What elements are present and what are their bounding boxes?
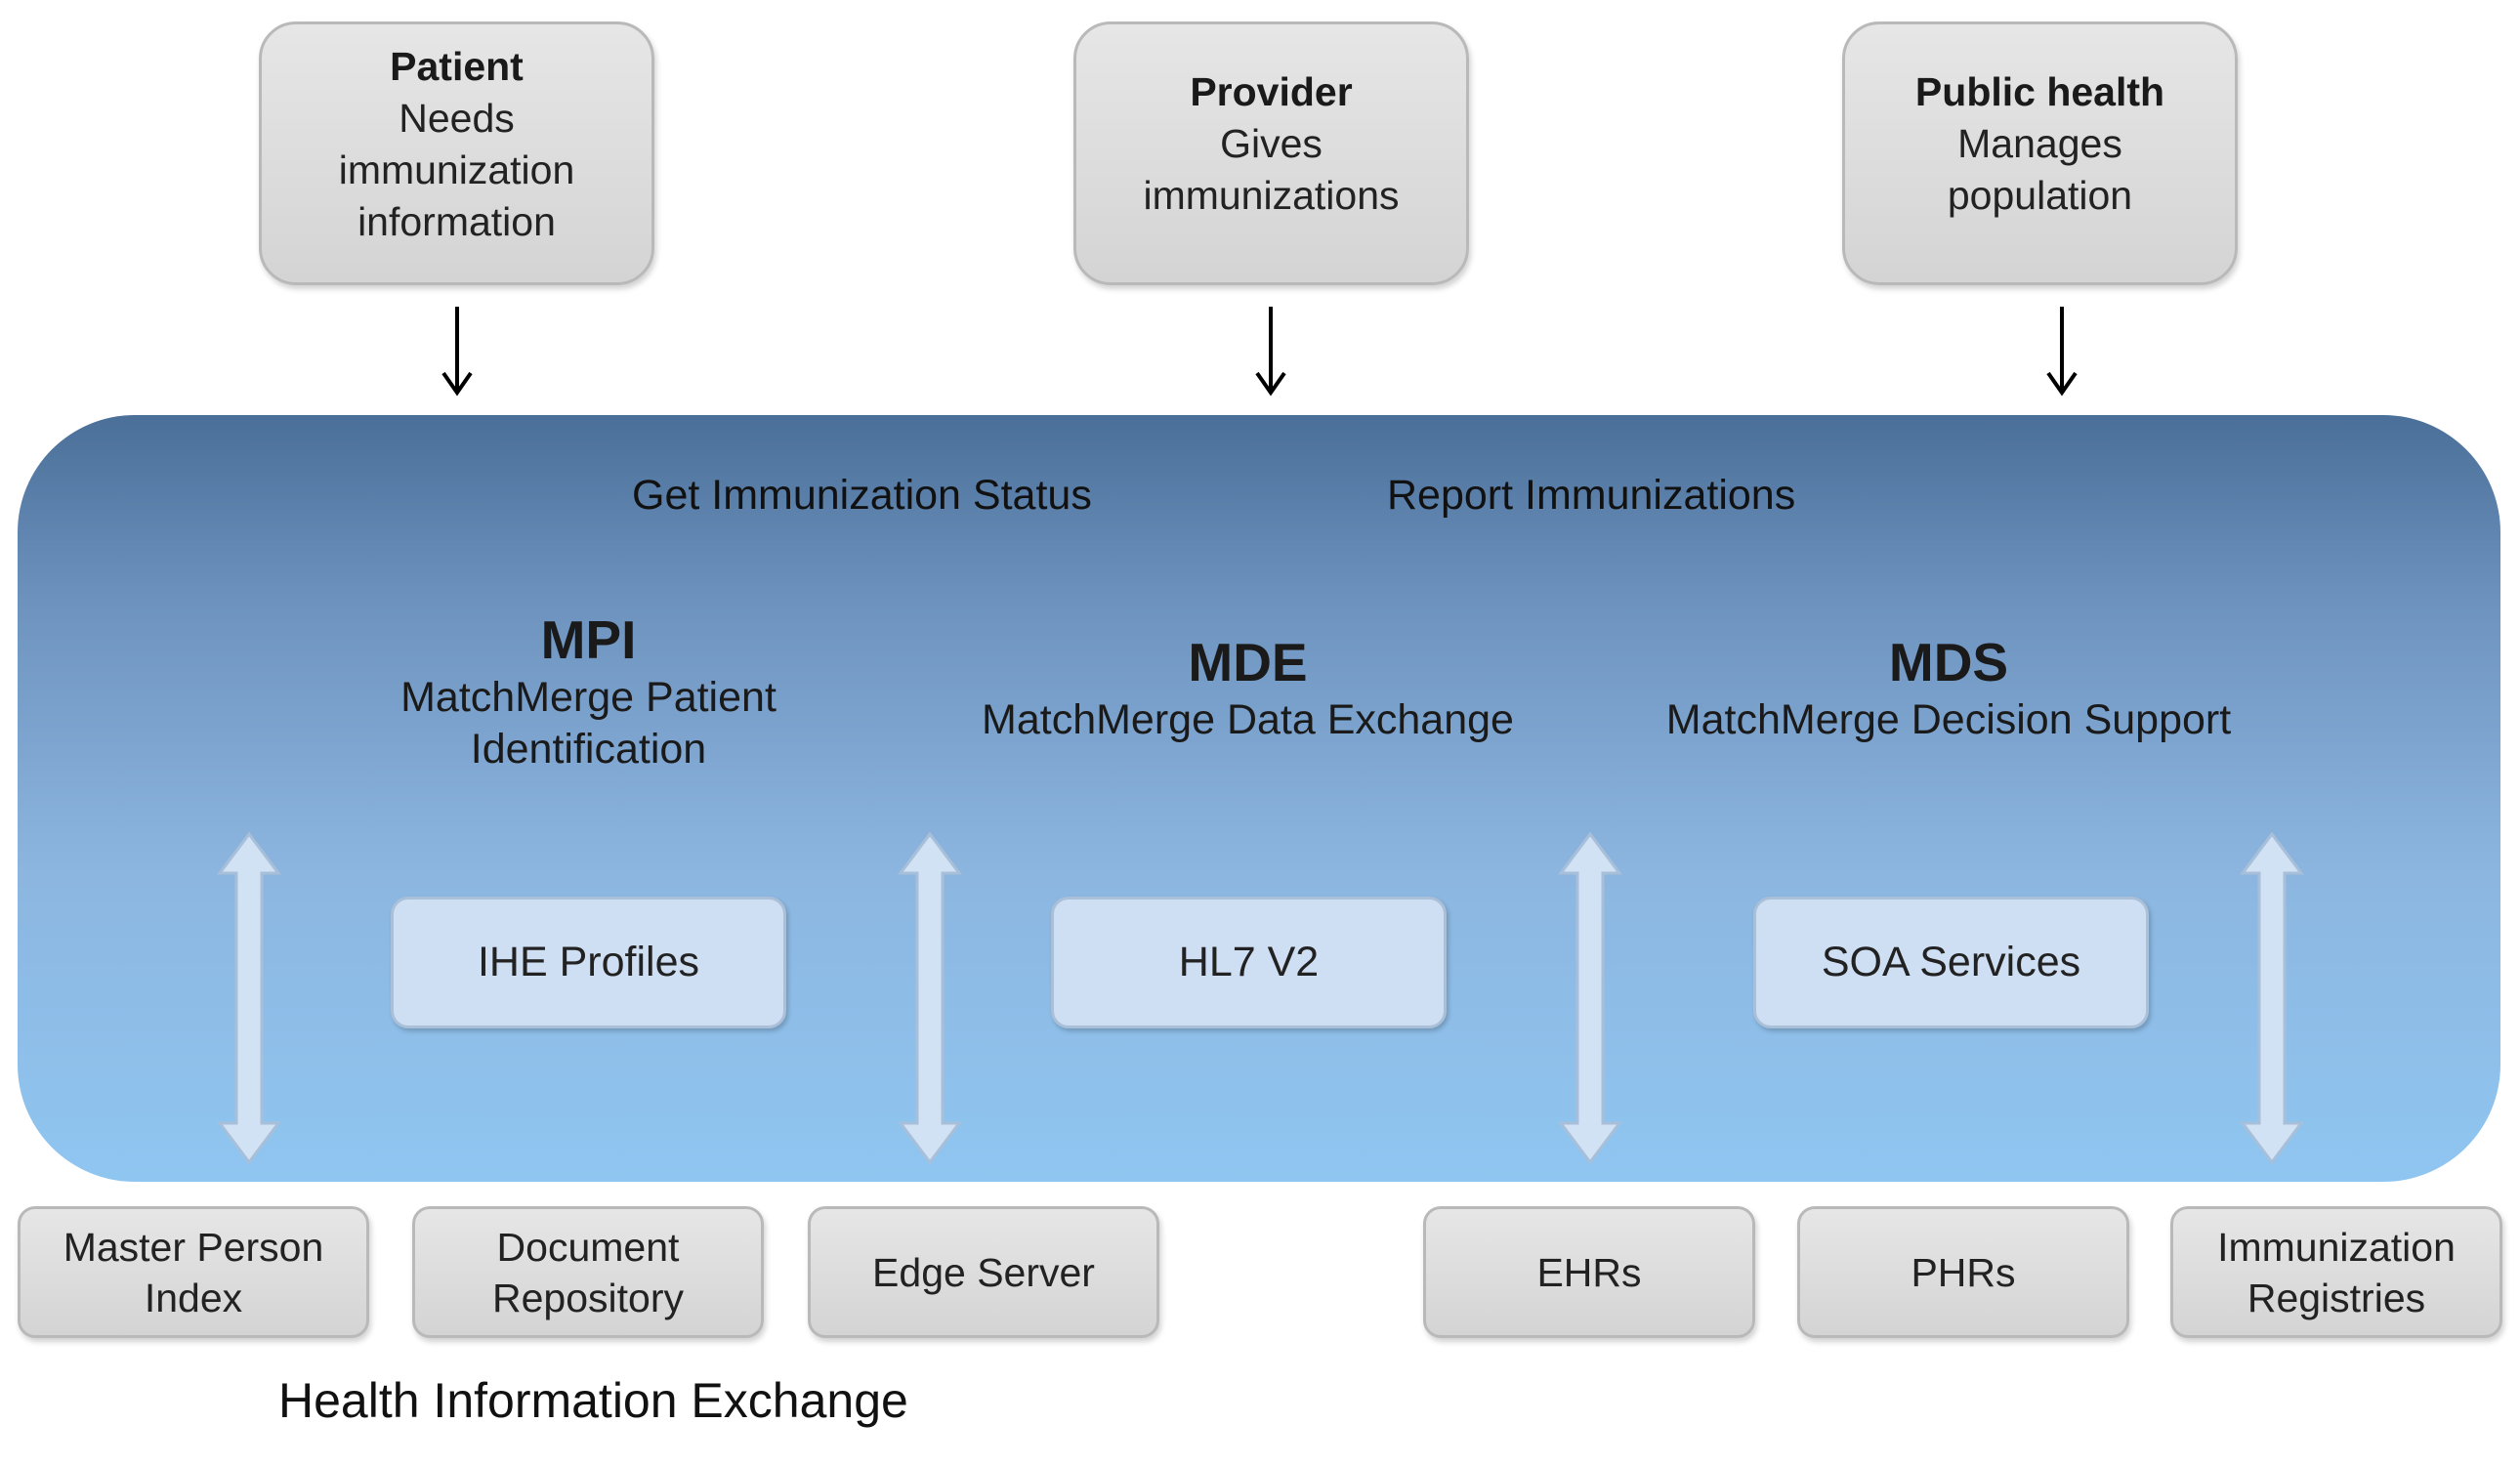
system-label: Immunization Registries (2217, 1224, 2456, 1320)
system-edge-server: Edge Server (808, 1206, 1159, 1338)
actor-description: Needs immunization information (338, 95, 575, 244)
health-information-exchange-label: Health Information Exchange (278, 1373, 908, 1428)
system-label: Edge Server (872, 1249, 1095, 1295)
component-acronym: MDE (1188, 632, 1308, 692)
double-arrow-icon (217, 832, 281, 1164)
operation-report-immunizations: Report Immunizations (1387, 472, 1796, 519)
operation-get-immunization-status: Get Immunization Status (632, 472, 1092, 519)
component-name: MatchMerge Decision Support (1665, 696, 2232, 743)
system-label: PHRs (1911, 1249, 2016, 1295)
component-mde: MDE MatchMerge Data Exchange (933, 630, 1563, 746)
system-ehrs: EHRs (1423, 1206, 1755, 1338)
component-acronym: MDS (1888, 632, 2009, 692)
system-label: Document Repository (492, 1224, 684, 1320)
actor-patient: Patient Needs immunization information (259, 21, 654, 285)
actor-name: Public health (1914, 69, 2165, 114)
system-document-repository: Document Repository (412, 1206, 764, 1338)
down-arrow-icon (441, 307, 473, 397)
matchmerge-platform-panel (18, 415, 2500, 1182)
standard-hl7-v2: HL7 V2 (1051, 897, 1447, 1028)
actor-public-health: Public health Manages population (1842, 21, 2238, 285)
system-label: Master Person Index (63, 1224, 324, 1320)
standard-ihe-profiles: IHE Profiles (391, 897, 786, 1028)
system-phrs: PHRs (1797, 1206, 2129, 1338)
actor-description: Manages population (1947, 121, 2133, 218)
standard-soa-services: SOA Services (1753, 897, 2149, 1028)
double-arrow-icon (898, 832, 962, 1164)
actor-provider: Provider Gives immunizations (1073, 21, 1469, 285)
actor-name: Provider (1190, 69, 1353, 114)
component-mds: MDS MatchMerge Decision Support (1631, 630, 2266, 746)
component-name: MatchMerge Data Exchange (982, 696, 1514, 743)
system-master-person-index: Master Person Index (18, 1206, 369, 1338)
actor-name: Patient (390, 43, 524, 89)
component-name: MatchMerge Patient Identification (400, 674, 777, 773)
actor-description: Gives immunizations (1143, 121, 1400, 218)
component-mpi: MPI MatchMerge Patient Identification (342, 607, 835, 775)
system-immunization-registries: Immunization Registries (2170, 1206, 2502, 1338)
down-arrow-icon (1255, 307, 1286, 397)
system-label: EHRs (1536, 1249, 1642, 1295)
double-arrow-icon (1558, 832, 1622, 1164)
double-arrow-icon (2240, 832, 2304, 1164)
component-acronym: MPI (540, 609, 637, 670)
down-arrow-icon (2046, 307, 2078, 397)
